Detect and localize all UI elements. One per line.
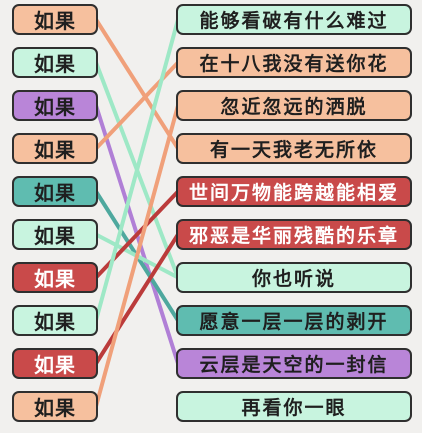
right-item[interactable]: 忽近忽远的洒脱 xyxy=(176,90,412,121)
left-item[interactable]: 如果 xyxy=(12,90,98,121)
right-item[interactable]: 能够看破有什么难过 xyxy=(176,4,412,35)
connection-line xyxy=(94,103,180,409)
left-item[interactable]: 如果 xyxy=(12,4,98,35)
connection-line xyxy=(94,60,180,151)
connection-line xyxy=(94,232,180,366)
right-item[interactable]: 再看你一眼 xyxy=(176,391,412,422)
left-item[interactable]: 如果 xyxy=(12,133,98,164)
connection-line xyxy=(94,232,180,280)
right-item[interactable]: 在十八我没有送你花 xyxy=(176,47,412,78)
right-item[interactable]: 邪恶是华丽残酷的乐章 xyxy=(176,219,412,250)
right-item[interactable]: 有一天我老无所依 xyxy=(176,133,412,164)
left-item[interactable]: 如果 xyxy=(12,176,98,207)
connection-line xyxy=(94,17,180,151)
connection-line xyxy=(94,189,180,280)
left-item[interactable]: 如果 xyxy=(12,262,98,293)
right-item[interactable]: 世间万物能跨越能相爱 xyxy=(176,176,412,207)
right-item[interactable]: 云层是天空的一封信 xyxy=(176,348,412,379)
left-item[interactable]: 如果 xyxy=(12,391,98,422)
right-item[interactable]: 愿意一层一层的剥开 xyxy=(176,305,412,336)
left-item[interactable]: 如果 xyxy=(12,305,98,336)
left-item[interactable]: 如果 xyxy=(12,348,98,379)
connection-line xyxy=(94,189,180,323)
connection-line xyxy=(94,60,180,280)
left-item[interactable]: 如果 xyxy=(12,219,98,250)
left-item[interactable]: 如果 xyxy=(12,47,98,78)
right-item[interactable]: 你也听说 xyxy=(176,262,412,293)
connection-line xyxy=(94,103,180,366)
connection-line xyxy=(94,17,180,323)
